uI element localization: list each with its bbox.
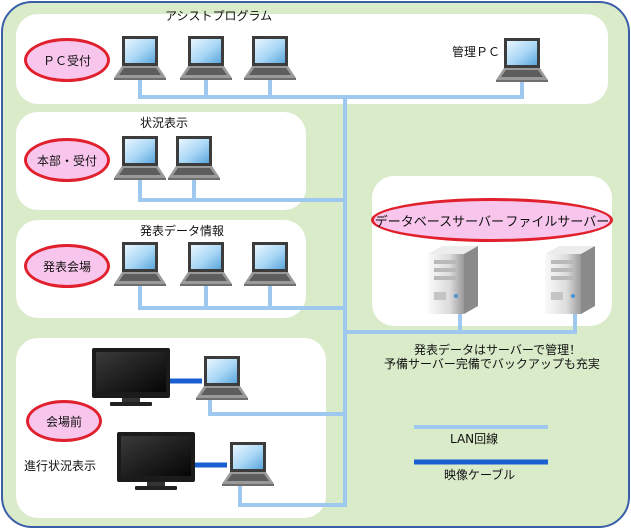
file-server-icon [545,246,595,314]
hq-reception-oval: 本部・受付 [24,138,110,182]
server-names-oval: データベースサーバー ファイルサーバー [371,198,613,242]
venue-front-oval: 会場前 [26,400,102,442]
server-note-line1: 発表データはサーバーで管理！ [414,343,582,357]
assist-group-panel [16,14,608,104]
database-server-icon [428,246,478,314]
announce-group-title: 発表データ情報 [140,224,225,238]
venue-hall-oval: 発表会場 [24,244,110,288]
monitor-icon [92,348,170,406]
legend-lan-label: LAN回線 [450,432,499,446]
video-cables [170,378,227,468]
pc-reception-oval: ＰＣ受付 [24,38,110,82]
server-note-line2: 予備サーバー完備でバックアップも充実 [384,357,600,371]
monitor-icon [117,432,195,490]
file-server-label: ファイルサーバー [505,214,610,230]
status-group-title: 状況表示 [140,116,189,130]
admin-pc-label: 管理ＰＣ [452,45,501,59]
assist-group-title: アシストプログラム [165,9,273,23]
legend-video-label: 映像ケーブル [444,468,516,482]
status-group-panel [16,112,306,210]
lan-cables [138,78,577,507]
database-server-label: データベースサーバー [374,214,504,230]
progress-display-label: 進行状況表示 [24,459,97,473]
announce-group-panel [16,220,306,318]
